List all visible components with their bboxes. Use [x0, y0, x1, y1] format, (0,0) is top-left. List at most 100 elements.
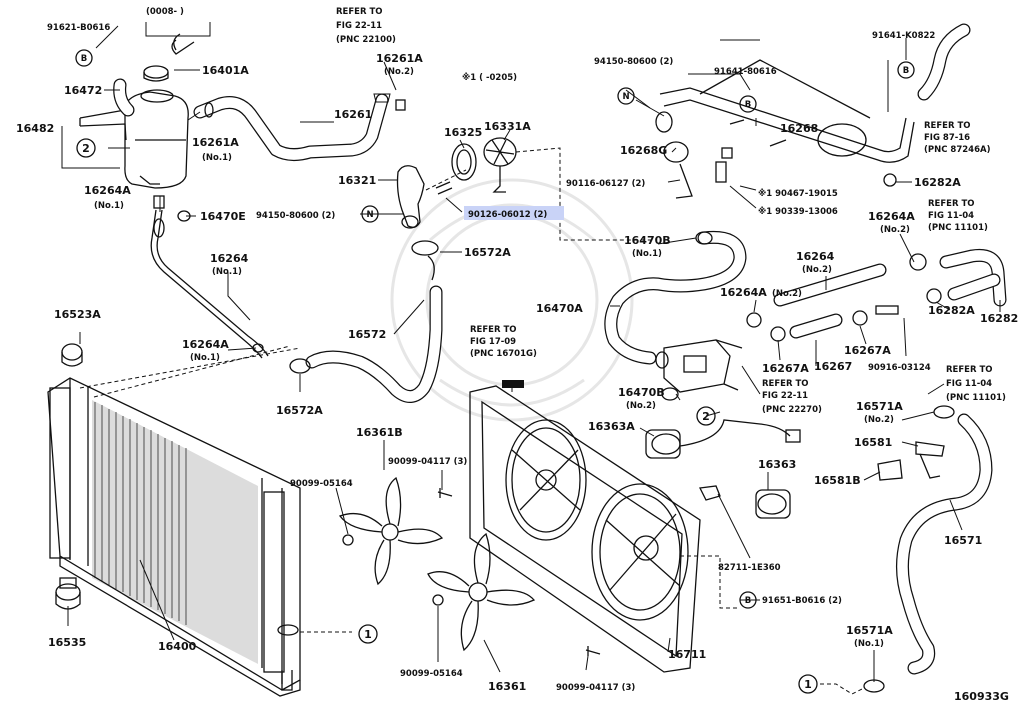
ref-fig17-09-3: (PNC 16701G) [470, 349, 537, 359]
label-16361b: 16361B [356, 426, 403, 439]
label-16581: 16581 [854, 436, 892, 449]
label-16363: 16363 [758, 458, 796, 471]
label-16572: 16572 [348, 328, 386, 341]
label-16470a: 16470A [536, 302, 583, 315]
label-16470b-no2: 16470B [618, 386, 665, 399]
marker-1-1-text: 1 [364, 628, 372, 641]
ref-fig17-09-1: REFER TO [470, 325, 517, 335]
ref-fig87-16-3: (PNC 87246A) [924, 145, 991, 155]
label-16400: 16400 [158, 640, 197, 653]
label-16267a-b: 16267A [844, 344, 891, 357]
label-16264a-no1a-sub: (No.1) [94, 201, 124, 211]
label-16482: 16482 [16, 122, 54, 135]
marker-2-2-text: 2 [702, 410, 710, 423]
label-16572a-bottom: 16572A [276, 404, 323, 417]
label-90467-19015: ※1 90467-19015 [758, 188, 838, 199]
upper-hose [193, 93, 406, 162]
label-90099-04117-bottom: 90099-04117 (3) [556, 683, 635, 693]
label-16268: 16268 [780, 122, 818, 135]
overflow-pipe [150, 195, 269, 359]
label-16571: 16571 [944, 534, 982, 547]
label-16264a-no2b: 16264A [720, 286, 767, 299]
marker-2-2 [696, 406, 716, 426]
label-16363a: 16363A [588, 420, 635, 433]
label-16264-no2: 16264 [796, 250, 835, 263]
label-16264a-no1a: 16264A [84, 184, 131, 197]
ref-fig87-16-2: FIG 87-16 [924, 133, 970, 143]
label-16267a-a: 16267A [762, 362, 809, 375]
label-16261a-no1-sub: (No.1) [202, 153, 232, 163]
marker-b-1-text: B [81, 54, 87, 64]
marker-n-1-text: N [366, 210, 373, 220]
label-16264-sub: (No.1) [212, 267, 242, 277]
part-labels: 91621-B0616 (0008- ) 16401A 16472 16482 … [16, 7, 1018, 703]
label-16523a: 16523A [54, 308, 101, 321]
label-16264a-no1b-sub: (No.1) [190, 353, 220, 363]
marker-b-3-text: B [903, 66, 909, 76]
label-16261a-no2-sub: (No.2) [384, 67, 414, 77]
fan-motors [645, 419, 801, 519]
marker-1-2 [798, 674, 818, 694]
label-16571a-no2: 16571A [856, 400, 903, 413]
fan-blades [338, 476, 536, 652]
label-16401a: 16401A [202, 64, 249, 77]
label-16321: 16321 [338, 174, 376, 187]
label-16264-no2-sub: (No.2) [802, 265, 832, 275]
label-16261a-no2: 16261A [376, 52, 423, 65]
label-16282: 16282 [980, 312, 1018, 325]
label-90339-13006: ※1 90339-13006 [758, 206, 838, 217]
label-16472: 16472 [64, 84, 102, 97]
ref-fig11-04-bot-1: REFER TO [946, 365, 993, 375]
marker-n-1 [361, 205, 379, 223]
ref-fig22-11-mid-2: FIG 22-11 [762, 391, 808, 401]
circle-markers: B 2 N 1 N B B 2 B 1 [75, 49, 915, 694]
label-16282a-bottom: 16282A [928, 304, 975, 317]
diagram-id: 160933G [954, 690, 1009, 703]
label-16268g: 16268G [620, 144, 667, 157]
ref-fig11-04-top-2: FIG 11-04 [928, 211, 974, 221]
label-94150-80600-right: 94150-80600 (2) [594, 57, 673, 67]
label-91641-k0822: 91641-K0822 [872, 31, 935, 41]
marker-b-4-text: B [745, 596, 751, 606]
thermostat-group [396, 137, 652, 241]
label-16571a-no1: 16571A [846, 624, 893, 637]
label-16267: 16267 [814, 360, 852, 373]
label-91651-b0616: 91651-B0616 (2) [762, 596, 842, 606]
label-82711-1e360: 82711-1E360 [718, 563, 781, 573]
ref-fig11-04-bot-2: FIG 11-04 [946, 379, 992, 389]
marker-n-2 [617, 87, 635, 105]
reservoir-tank [79, 33, 195, 189]
label-16261: 16261 [334, 108, 372, 121]
label-16264: 16264 [210, 252, 249, 265]
marker-n-2-text: N [622, 92, 629, 102]
water-valve [655, 339, 743, 393]
label-16470b-no1: 16470B [624, 234, 671, 247]
marker-b-3 [897, 61, 915, 79]
note-range: ※1 ( -0205) [462, 72, 517, 83]
label-16264a-no1b: 16264A [182, 338, 229, 351]
label-16571a-no2-sub: (No.2) [864, 415, 894, 425]
label-16325: 16325 [444, 126, 482, 139]
ref-fig11-04-top-3: (PNC 11101) [928, 223, 988, 233]
label-16571a-no1-sub: (No.1) [854, 639, 884, 649]
marker-b-2 [739, 95, 757, 113]
label-91641-80616: 91641-80616 [714, 67, 777, 77]
label-16361: 16361 [488, 680, 526, 693]
label-16711: 16711 [668, 648, 706, 661]
lower-right-hose [820, 405, 993, 695]
ref-fig22-11-mid-1: REFER TO [762, 379, 809, 389]
lower-hose [289, 240, 443, 403]
marker-2-1 [76, 138, 96, 158]
label-94150-80600-left: 94150-80600 (2) [256, 211, 335, 221]
label-90099-05164-bottom: 90099-05164 [400, 669, 463, 679]
marker-1-2-text: 1 [804, 678, 812, 691]
label-16264a-no2a: 16264A [868, 210, 915, 223]
label-16581b: 16581B [814, 474, 861, 487]
fan-shroud [469, 385, 740, 673]
label-16470b-no1-sub: (No.1) [632, 249, 662, 259]
ref-fig22-11-top-2: FIG 22-11 [336, 21, 382, 31]
label-16470e: 16470E [200, 210, 246, 223]
label-16331a: 16331A [484, 120, 531, 133]
